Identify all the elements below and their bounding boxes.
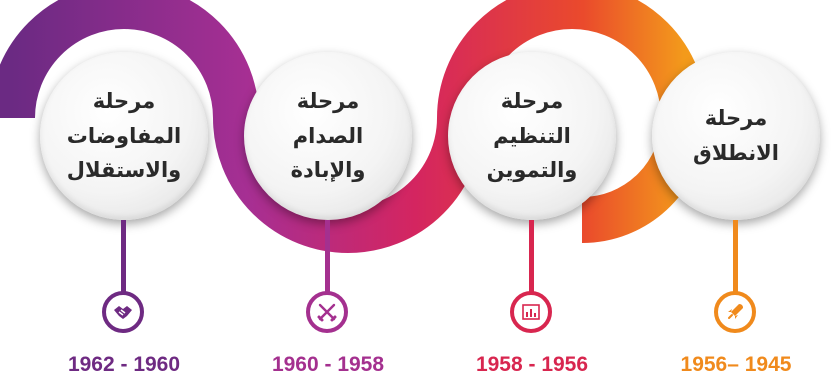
phase-circle-organization: مرحلة التنظيم والتموين xyxy=(448,52,616,220)
phase-icon-ring xyxy=(714,291,756,333)
phase-icon-ring xyxy=(306,291,348,333)
phase-title: مرحلة التنظيم والتموين xyxy=(486,89,578,183)
handshake-icon xyxy=(114,306,132,319)
phase-years: 1958 - 1956 xyxy=(475,353,589,376)
chart-board-icon xyxy=(522,304,540,320)
phase-years: 1960 - 1958 xyxy=(271,353,385,376)
connector-stem xyxy=(529,220,534,292)
connector-stem xyxy=(121,220,126,292)
connector-stem xyxy=(325,220,330,292)
phase-circle-launch: مرحلة الانطلاق xyxy=(652,52,820,220)
phase-circle-clash: مرحلة الصدام والإبادة xyxy=(244,52,412,220)
phase-title: مرحلة الصدام والإبادة xyxy=(290,89,366,183)
phase-title: مرحلة الانطلاق xyxy=(693,106,779,165)
phase-years: 1962 - 1960 xyxy=(67,353,181,376)
connector-stem xyxy=(733,220,738,292)
phase-icon-ring xyxy=(102,291,144,333)
phase-years: 1956– 1945 xyxy=(680,353,792,376)
phase-title: مرحلة المفاوضات والاستقلال xyxy=(66,89,182,183)
phase-icon-ring xyxy=(510,291,552,333)
phase-circle-negotiations: مرحلة المفاوضات والاستقلال xyxy=(40,52,208,220)
crossed-rifles-icon xyxy=(317,303,337,322)
rocket-icon xyxy=(728,304,743,319)
